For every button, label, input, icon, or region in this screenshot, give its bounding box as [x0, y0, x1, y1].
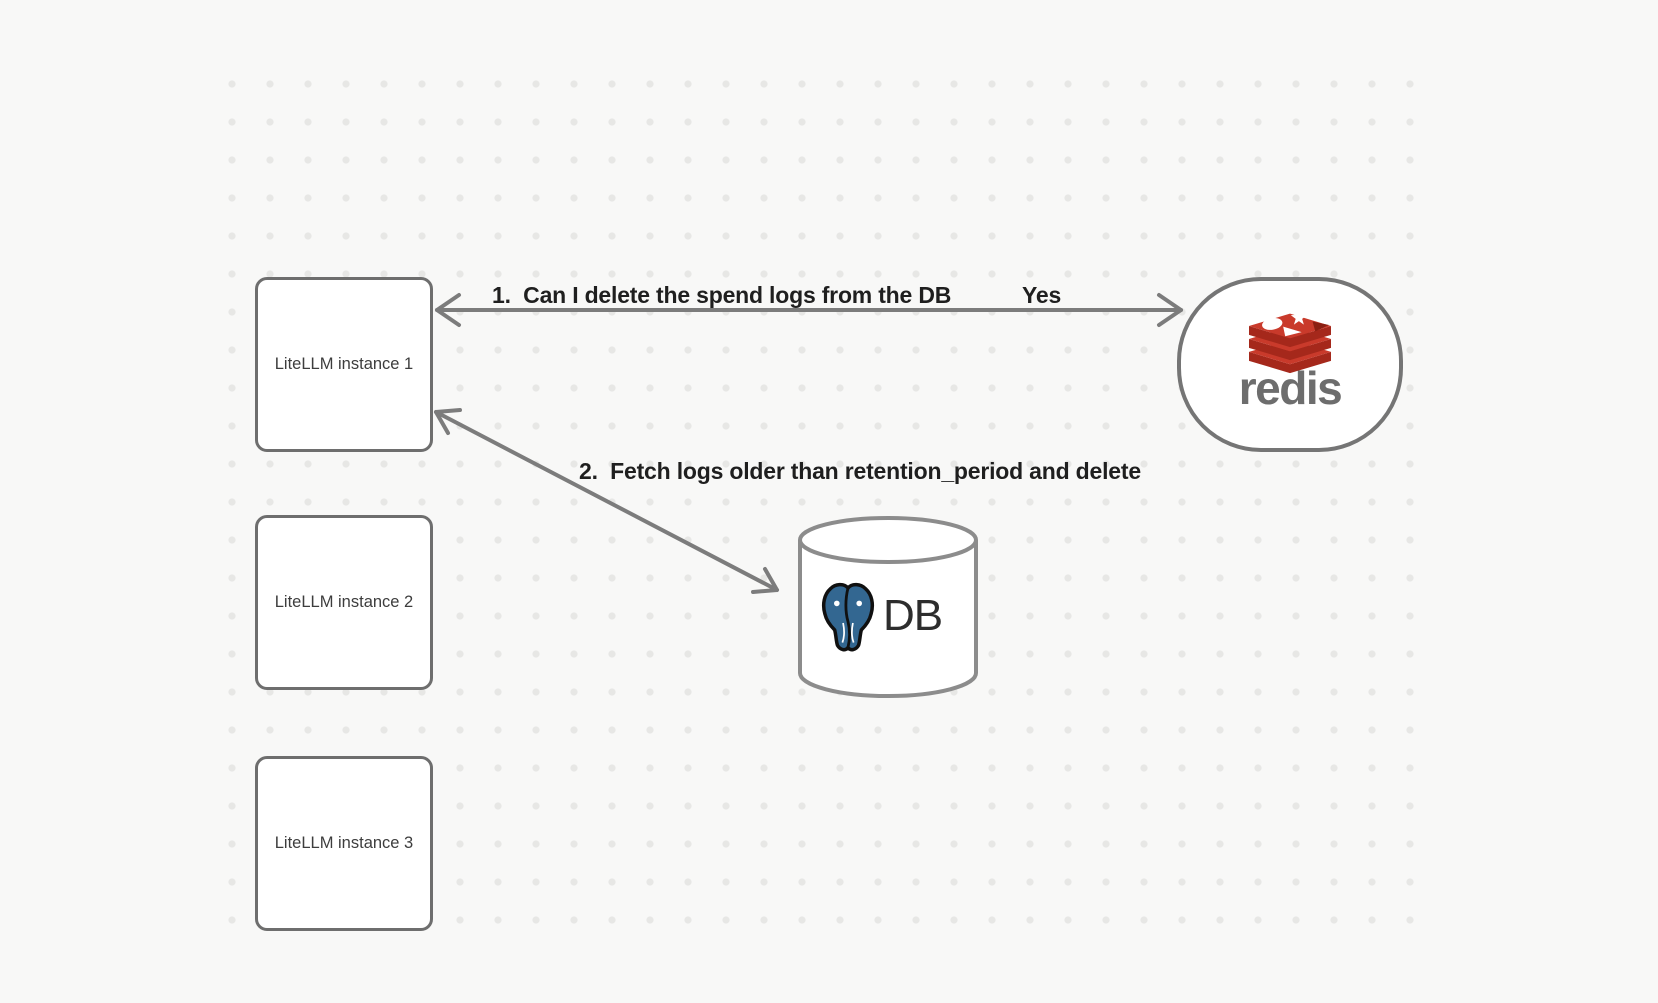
node-db: DB [797, 515, 979, 699]
node-redis: redis [1177, 277, 1403, 452]
node-litellm-instance-2-label: LiteLLM instance 2 [274, 593, 414, 611]
database-cylinder-icon [798, 516, 978, 698]
redis-wordmark: redis [1238, 362, 1343, 414]
arrow-1-response-label: Yes [1022, 282, 1062, 308]
node-litellm-instance-1-label: LiteLLM instance 1 [274, 355, 414, 373]
node-litellm-instance-3-label: LiteLLM instance 3 [274, 834, 414, 852]
node-litellm-instance-2: LiteLLM instance 2 [255, 515, 433, 690]
db-label: DB [883, 591, 943, 640]
arrow-1-label: 1. Can I delete the spend logs from the … [492, 282, 952, 308]
postgresql-elephant-icon [821, 582, 875, 652]
node-litellm-instance-1: LiteLLM instance 1 [255, 277, 433, 452]
arrow-2-label: 2. Fetch logs older than retention_perio… [579, 458, 1141, 484]
node-litellm-instance-3: LiteLLM instance 3 [255, 756, 433, 931]
redis-stack-icon [1249, 309, 1331, 374]
